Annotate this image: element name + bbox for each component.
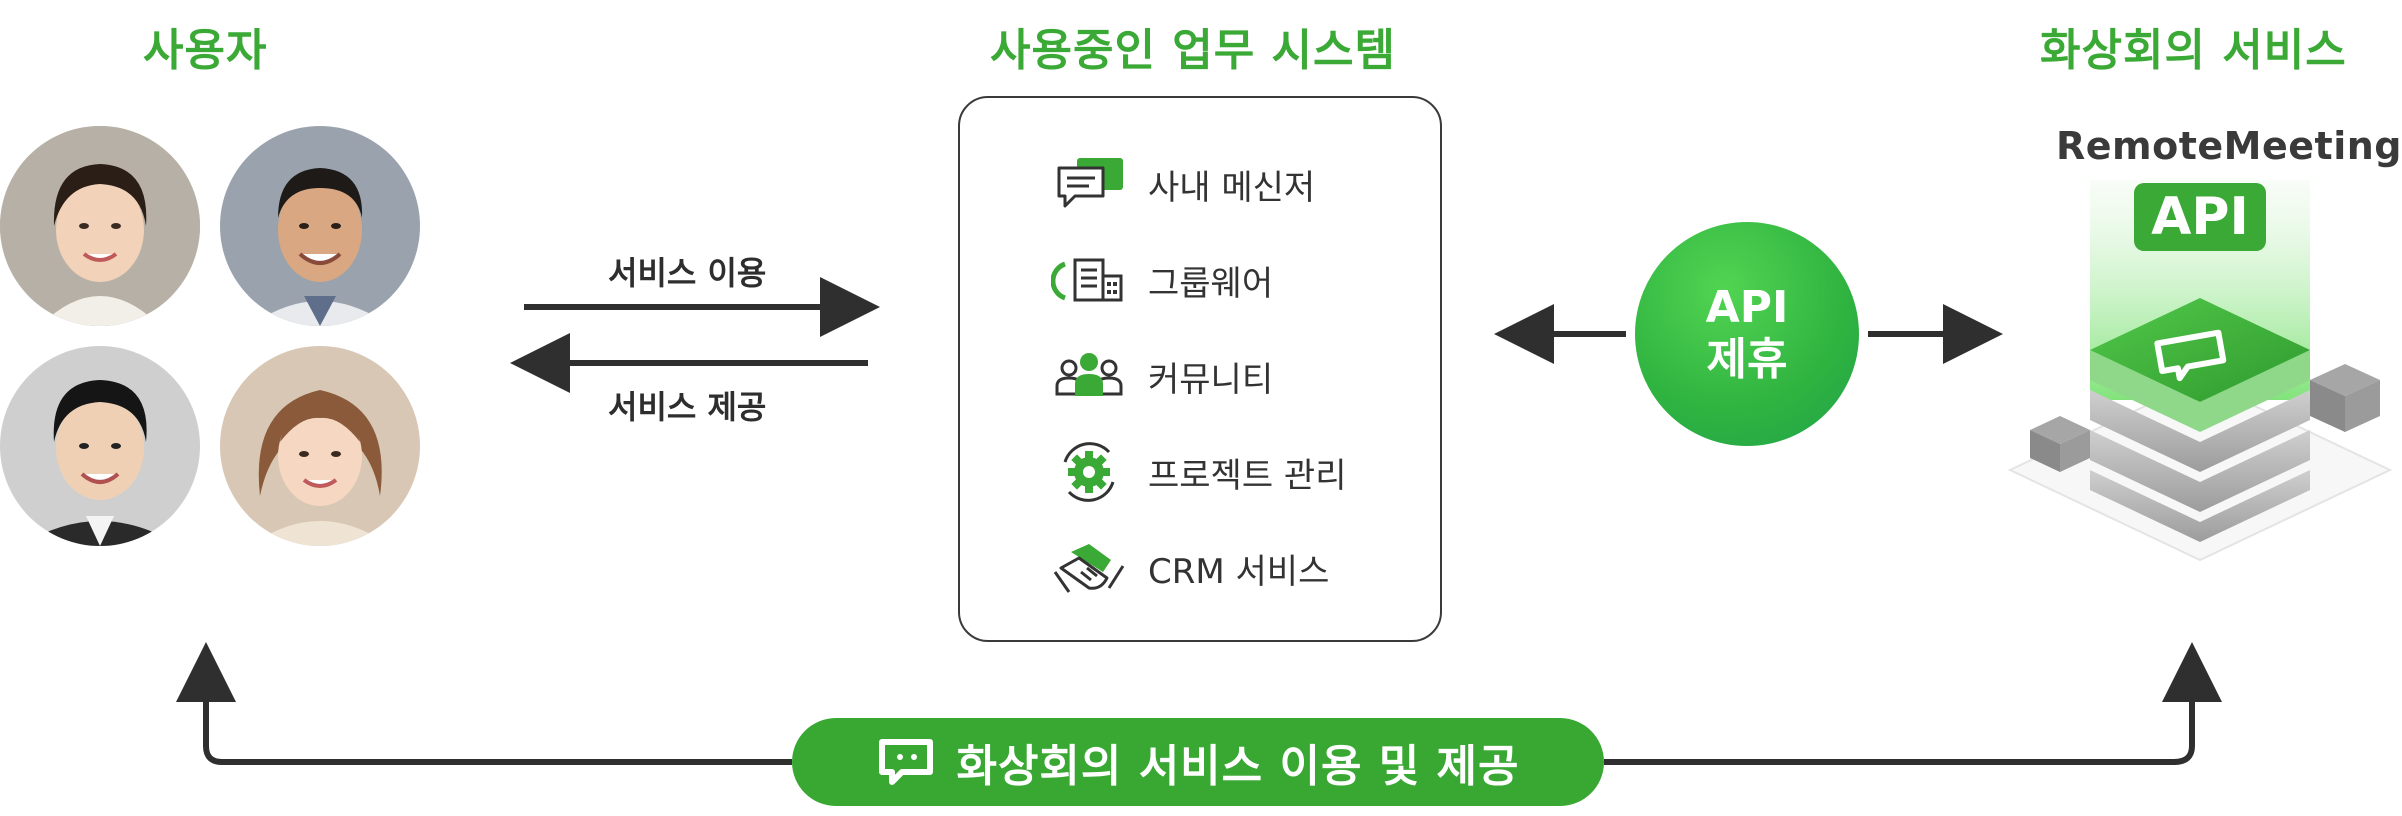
- business-systems-box: 사내 메신저 그룹웨어 커뮤니티 프로젝트 관리 CRM 서비스: [958, 96, 1442, 642]
- system-item-groupware: 그룹웨어: [1050, 248, 1273, 312]
- project-gear-icon: [1050, 440, 1128, 504]
- system-label: 그룹웨어: [1148, 256, 1273, 305]
- system-label: 프로젝트 관리: [1148, 448, 1347, 497]
- system-label: CRM 서비스: [1148, 544, 1329, 593]
- api-label: API: [1706, 282, 1789, 334]
- system-label: 사내 메신저: [1148, 160, 1315, 209]
- banner-text: 화상회의 서비스 이용 및 제공: [956, 730, 1519, 794]
- system-label: 커뮤니티: [1148, 352, 1273, 401]
- groupware-icon: [1050, 248, 1128, 312]
- chat-bubble-icon: [876, 736, 936, 788]
- system-item-project: 프로젝트 관리: [1050, 440, 1347, 504]
- provide-service-label: 서비스 제공: [608, 382, 766, 428]
- system-item-messenger: 사내 메신저: [1050, 152, 1315, 216]
- system-item-community: 커뮤니티: [1050, 344, 1273, 408]
- bottom-left-return-arrow: [206, 660, 792, 762]
- handshake-icon: [1050, 536, 1128, 600]
- system-item-crm: CRM 서비스: [1050, 536, 1329, 600]
- small-cube-right: [2310, 364, 2380, 432]
- messenger-icon: [1050, 152, 1128, 216]
- remotemeeting-logo-text: RemoteMeeting: [2056, 124, 2402, 168]
- api-badge: API: [2134, 183, 2266, 251]
- use-service-label: 서비스 이용: [608, 248, 766, 294]
- partnership-label: 제휴: [1707, 334, 1788, 386]
- video-service-banner: 화상회의 서비스 이용 및 제공: [792, 718, 1604, 806]
- bottom-right-return-arrow: [1604, 660, 2192, 762]
- community-icon: [1050, 344, 1128, 408]
- api-partnership-circle: API 제휴: [1635, 222, 1859, 446]
